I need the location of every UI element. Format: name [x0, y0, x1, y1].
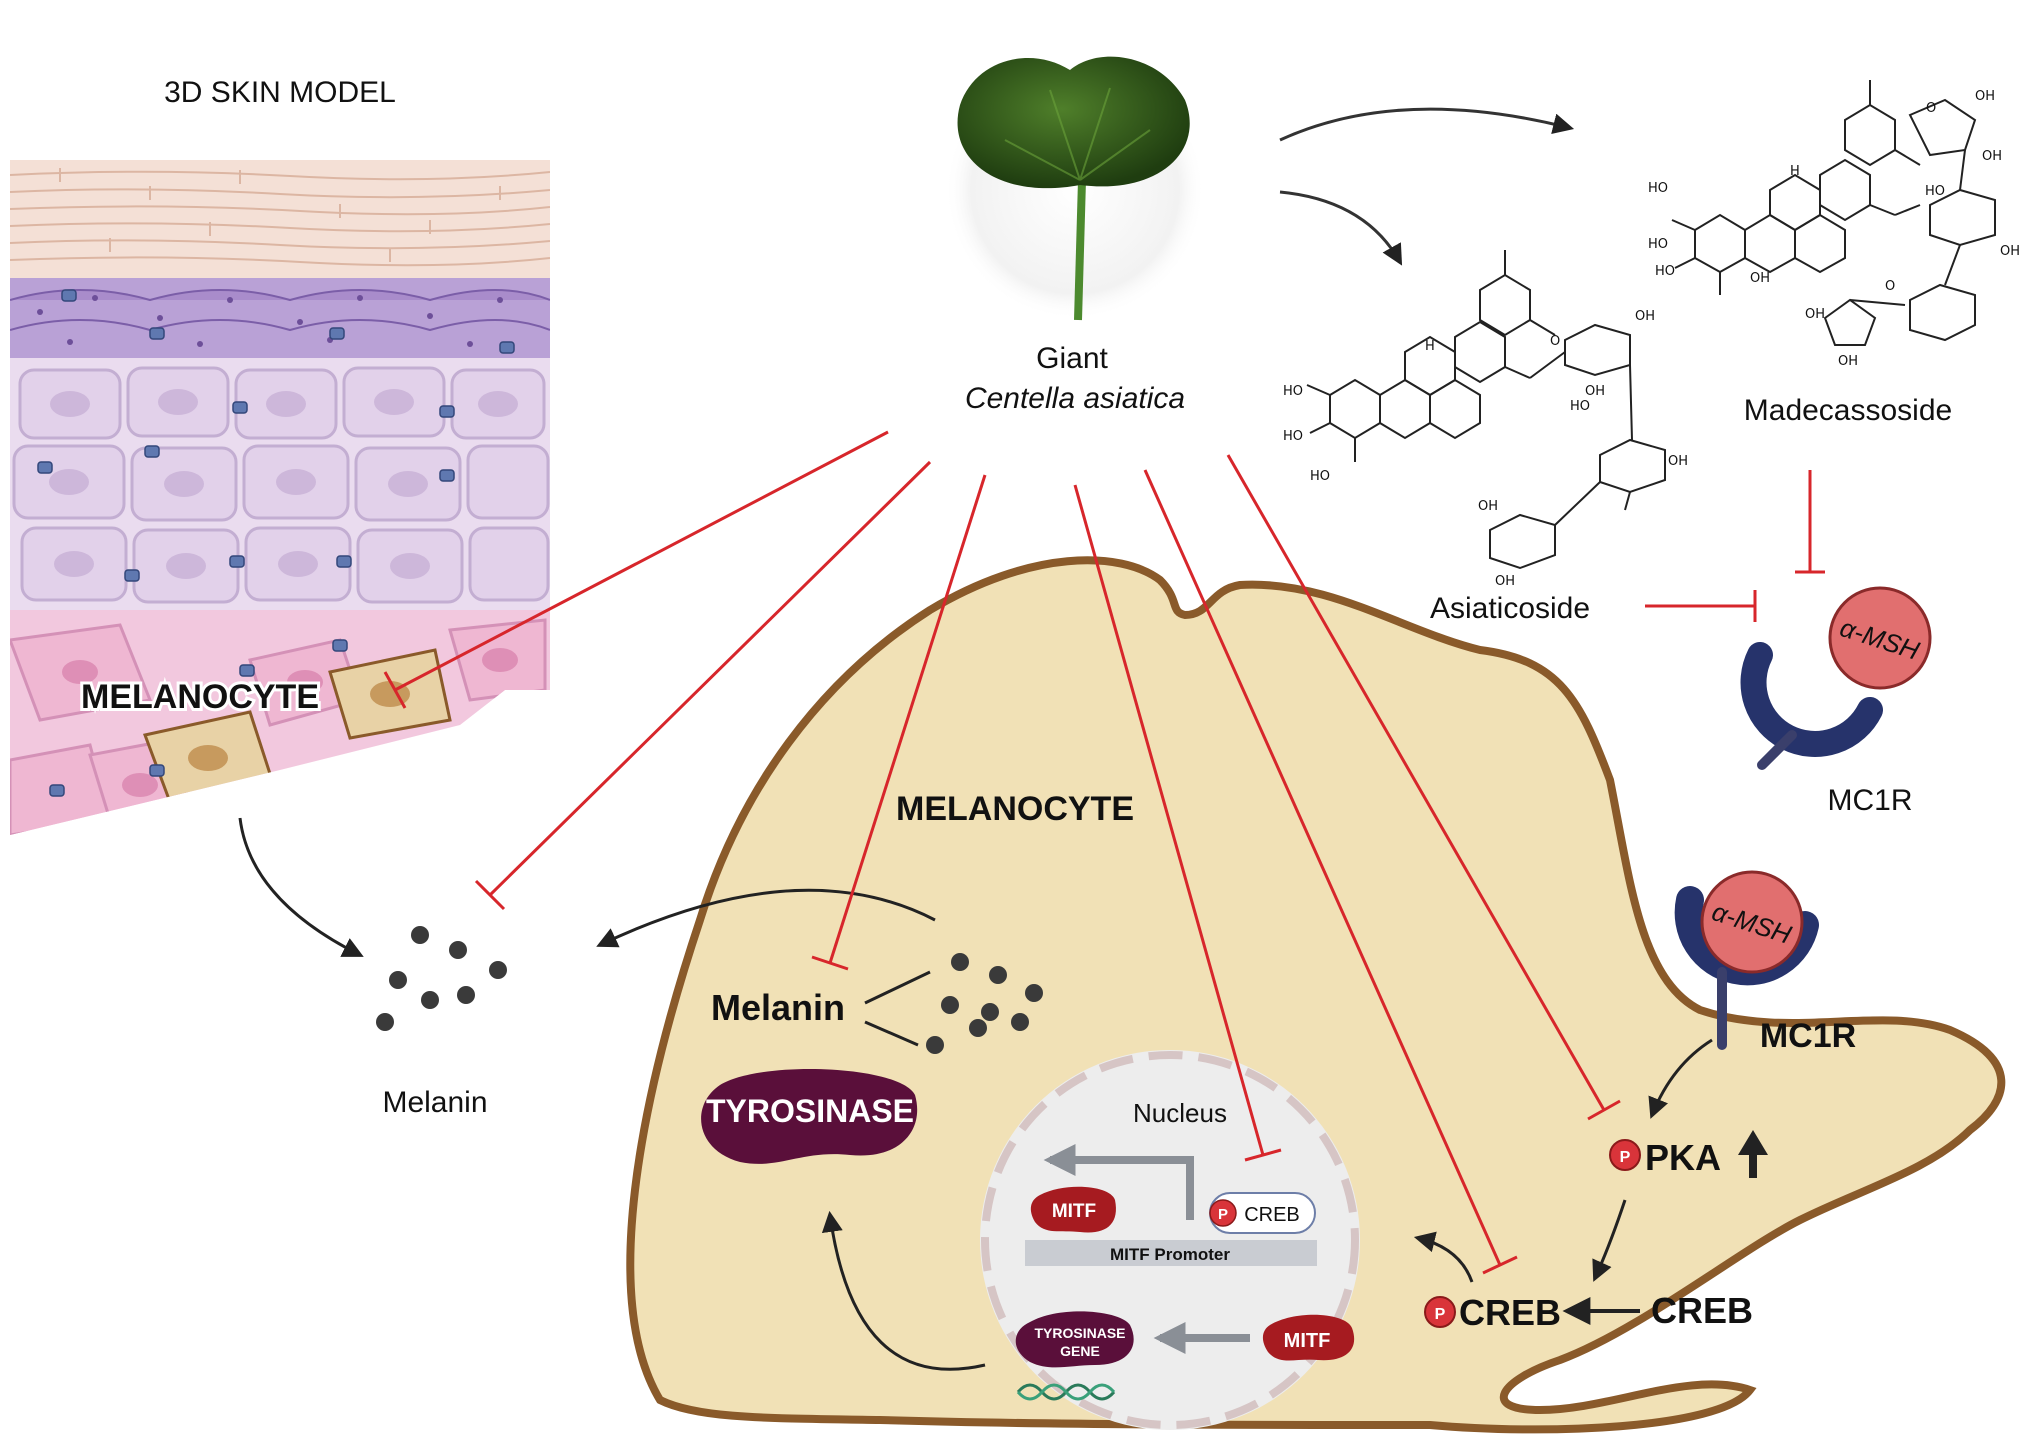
plant-inhibits-cell-melanin: [811, 474, 987, 971]
asiaticoside-structure: [1306, 250, 1666, 570]
nucleus-phospho-icon: [1209, 1199, 1237, 1227]
mitf-bottom-label: MITF: [1284, 1330, 1331, 1352]
pka-to-creb-arrow: [1592, 1199, 1627, 1282]
svg-text:HO: HO: [1283, 429, 1303, 444]
asiaticoside-label: Asiaticoside: [1430, 592, 1590, 625]
plant-inhibits-nuclear-creb: [1073, 484, 1282, 1162]
alpha-msh-ligand-free: α-MSH: [1828, 586, 1932, 690]
svg-text:O: O: [1550, 334, 1560, 349]
tyrosinase-gene-line1: TYROSINASE: [1034, 1325, 1125, 1341]
cell-melanin-label: Melanin: [711, 987, 845, 1028]
tyrosinase-enzyme-shape: [701, 1068, 918, 1164]
svg-text:O: O: [1885, 279, 1895, 294]
svg-text:OH: OH: [1975, 89, 1995, 104]
svg-text:H: H: [1425, 339, 1435, 354]
plant-name-giant: Giant: [1036, 342, 1108, 375]
gene-to-tyrosinase-arrow: [821, 1210, 986, 1371]
plant-inhibits-extracellular-melanin: [474, 460, 932, 911]
svg-text:OH: OH: [1668, 454, 1688, 469]
madecassoside-structure: [1671, 80, 1996, 346]
svg-text:HO: HO: [1648, 181, 1668, 196]
mc1r-free-label: MC1R: [1827, 784, 1912, 817]
mitf-bottom-shape: [1262, 1314, 1355, 1361]
mitf-top-label: MITF: [1052, 1201, 1096, 1222]
svg-text:O: O: [1926, 101, 1936, 116]
svg-text:HO: HO: [1570, 399, 1590, 414]
alpha-msh-ligand-bound: α-MSH: [1700, 870, 1804, 974]
plant-name-species: Centella asiatica: [965, 382, 1185, 415]
mc1r-membrane-label: MC1R: [1760, 1017, 1856, 1055]
madecassoside-label: Madecassoside: [1744, 394, 1952, 427]
tyrosinase-gene-line2: GENE: [1060, 1343, 1100, 1359]
svg-text:OH: OH: [1495, 574, 1515, 589]
mitf-transcription-arrow: [1043, 1144, 1194, 1220]
tyrosinase-label: TYROSINASE: [706, 1093, 914, 1129]
pka-phospho-icon: [1609, 1139, 1641, 1171]
madecassoside-inhibits-receptor: [1795, 470, 1825, 574]
svg-text:OH: OH: [1750, 271, 1770, 286]
dna-helix-icon: [1016, 1383, 1116, 1401]
cell-melanin-branches: [864, 970, 931, 1047]
skin-cross-section: [10, 160, 550, 835]
tyrosinase-gene-shape: [1015, 1311, 1134, 1368]
skin-to-melanin-arrow: [238, 817, 364, 957]
melanocyte-cell-body: [626, 556, 2006, 1434]
pcreb-phospho-icon: [1424, 1296, 1456, 1328]
svg-text:OH: OH: [2000, 244, 2020, 259]
mitf-promoter-label: MITF Promoter: [1110, 1245, 1230, 1264]
pka-phospho-label: P: [1620, 1149, 1631, 1166]
svg-text:HO: HO: [1925, 184, 1945, 199]
svg-text:HO: HO: [1283, 384, 1303, 399]
svg-text:OH: OH: [1635, 309, 1655, 324]
creb-label: CREB: [1651, 1290, 1753, 1331]
pcreb-to-nucleus-arrow: [1413, 1231, 1474, 1283]
extracellular-melanin-granules: [376, 926, 507, 1031]
cell-melanin-granules: [926, 953, 1043, 1054]
extracellular-melanin-label: Melanin: [382, 1086, 487, 1119]
svg-text:HO: HO: [1655, 264, 1675, 279]
mc1r-to-pka-arrow: [1648, 1038, 1713, 1119]
svg-text:H: H: [1790, 164, 1800, 179]
mitf-top-shape: [1030, 1186, 1116, 1233]
svg-text:OH: OH: [1838, 354, 1858, 369]
centella-leaf-image: [945, 56, 1205, 321]
pcreb-phospho-label: P: [1435, 1306, 1446, 1323]
svg-text:HO: HO: [1648, 237, 1668, 252]
svg-text:OH: OH: [1585, 384, 1605, 399]
plant-to-madecassoside-arrow: [1279, 107, 1575, 142]
skin-melanocyte-label: MELANOCYTE: [81, 678, 319, 716]
cell-title: MELANOCYTE: [896, 790, 1134, 828]
asiaticoside-inhibits-receptor: [1645, 590, 1757, 622]
svg-text:OH: OH: [1478, 499, 1498, 514]
madecassoside-atom-labels: HO HO HO OH H O OH OH HO OH O OH OH: [1648, 89, 2020, 369]
plant-inhibits-pcreb: [1143, 469, 1518, 1275]
nucleus-phospho-label: P: [1218, 1206, 1228, 1223]
mc1r-receptor-free: [1740, 642, 1883, 770]
svg-text:OH: OH: [1982, 149, 2002, 164]
plant-to-asiaticoside-arrow: [1279, 190, 1403, 266]
nucleus-title: Nucleus: [1133, 1098, 1227, 1128]
pcreb-label: CREB: [1459, 1292, 1561, 1333]
plant-inhibits-skin-melanocyte: [383, 430, 889, 709]
svg-text:HO: HO: [1310, 469, 1330, 484]
pka-label: PKA: [1645, 1137, 1721, 1178]
pka-up-arrow-icon: [1738, 1130, 1768, 1178]
nucleus-creb-label: CREB: [1244, 1204, 1300, 1226]
cell-melanin-export-arrow: [596, 888, 936, 948]
plant-inhibits-pka: [1226, 454, 1621, 1121]
svg-text:OH: OH: [1805, 307, 1825, 322]
asiaticoside-atom-labels: HO HO HO H O OH OH HO OH OH OH: [1283, 309, 1688, 589]
mitf-promoter-bar: [1025, 1240, 1317, 1266]
skin-model-title: 3D SKIN MODEL: [164, 76, 396, 109]
